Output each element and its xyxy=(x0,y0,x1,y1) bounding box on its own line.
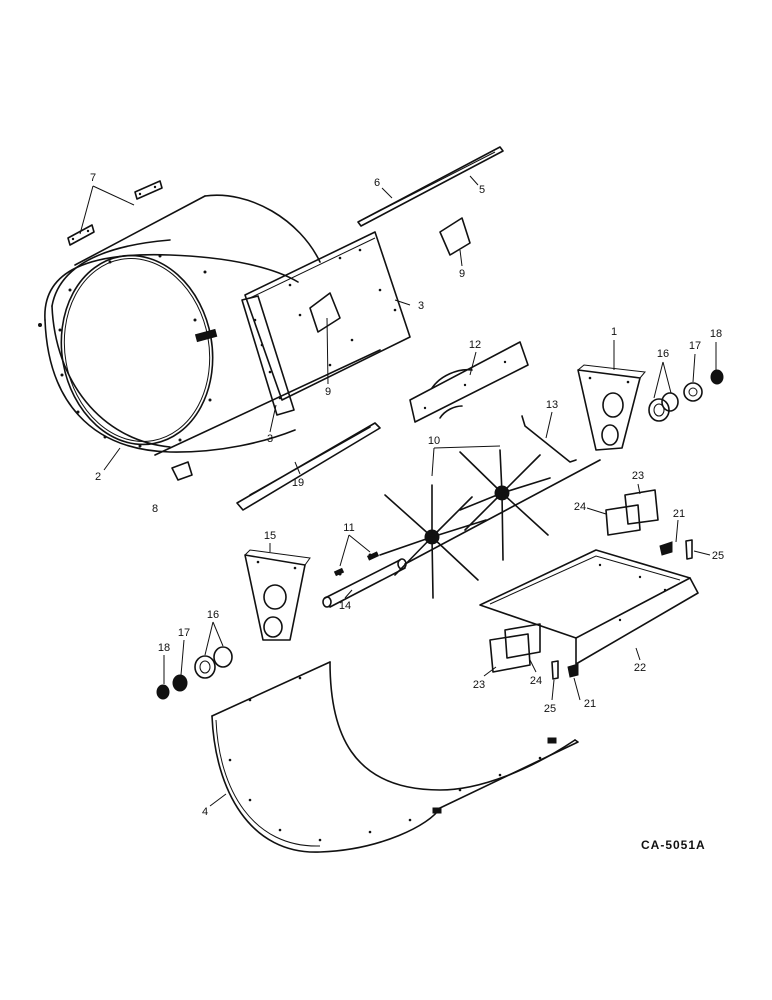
baffle-plate xyxy=(409,341,529,423)
callout-13: 13 xyxy=(546,399,558,411)
filler-plates-lower xyxy=(489,623,541,673)
callout-labels: 7 6 5 9 3 9 3 2 8 12 1 16 17 18 13 10 19… xyxy=(90,172,724,818)
callout-24: 24 xyxy=(574,501,586,513)
callout-8: 8 xyxy=(152,503,158,515)
side-panel-large xyxy=(244,231,411,401)
tie-rod xyxy=(521,415,577,463)
callout-5: 5 xyxy=(479,184,485,196)
callout-23: 23 xyxy=(473,679,485,691)
drawing-code: CA-5051A xyxy=(641,838,706,852)
callout-6: 6 xyxy=(374,177,380,189)
small-bracket xyxy=(171,461,193,481)
cover-plate-upper xyxy=(439,217,471,256)
callout-11: 11 xyxy=(343,522,354,534)
bearing-set-left xyxy=(156,646,233,700)
callout-18: 18 xyxy=(710,328,722,340)
fan-rotor-left xyxy=(379,484,487,599)
callout-7: 7 xyxy=(90,172,96,184)
callout-16: 16 xyxy=(207,609,219,621)
callout-21: 21 xyxy=(673,508,685,520)
callout-25: 25 xyxy=(712,550,724,562)
callout-10: 10 xyxy=(428,435,440,447)
callout-14: 14 xyxy=(339,600,351,612)
callout-17: 17 xyxy=(178,627,190,639)
callout-24: 24 xyxy=(530,675,542,687)
cover-plate-lower xyxy=(309,292,341,333)
lower-trough xyxy=(211,661,579,853)
housing-bolt-holes xyxy=(38,254,212,448)
callout-1: 1 xyxy=(611,326,617,338)
callout-15: 15 xyxy=(264,530,276,542)
callout-17: 17 xyxy=(689,340,701,352)
callout-3: 3 xyxy=(418,300,424,312)
callout-4: 4 xyxy=(202,806,208,818)
seal-strips xyxy=(357,146,504,227)
bearing-bracket-left xyxy=(244,549,311,641)
callout-2: 2 xyxy=(95,471,101,483)
callout-12: 12 xyxy=(469,339,481,351)
mounting-plates xyxy=(67,180,163,246)
bottom-tray xyxy=(479,549,699,665)
callout-22: 22 xyxy=(634,662,646,674)
callout-19: 19 xyxy=(292,477,304,489)
callout-16: 16 xyxy=(657,348,669,360)
fan-rotor-right xyxy=(459,449,551,561)
callout-9: 9 xyxy=(325,386,331,398)
callout-18: 18 xyxy=(158,642,170,654)
leader-lines xyxy=(79,175,717,807)
shaft-keys xyxy=(333,551,380,577)
bearing-set-right xyxy=(648,369,724,422)
clips-right xyxy=(659,539,693,560)
callout-3: 3 xyxy=(267,433,273,445)
angle-bar xyxy=(236,422,381,511)
callout-9: 9 xyxy=(459,268,465,280)
side-panel-strip xyxy=(241,295,295,416)
callout-21: 21 xyxy=(584,698,596,710)
fan-housing-drum xyxy=(38,194,381,456)
clips-lower xyxy=(551,660,579,680)
filler-plates-upper xyxy=(605,489,659,536)
fan-shaft xyxy=(322,459,601,608)
callout-23: 23 xyxy=(632,470,644,482)
bearing-bracket-right xyxy=(577,364,646,451)
callout-25: 25 xyxy=(544,703,556,715)
